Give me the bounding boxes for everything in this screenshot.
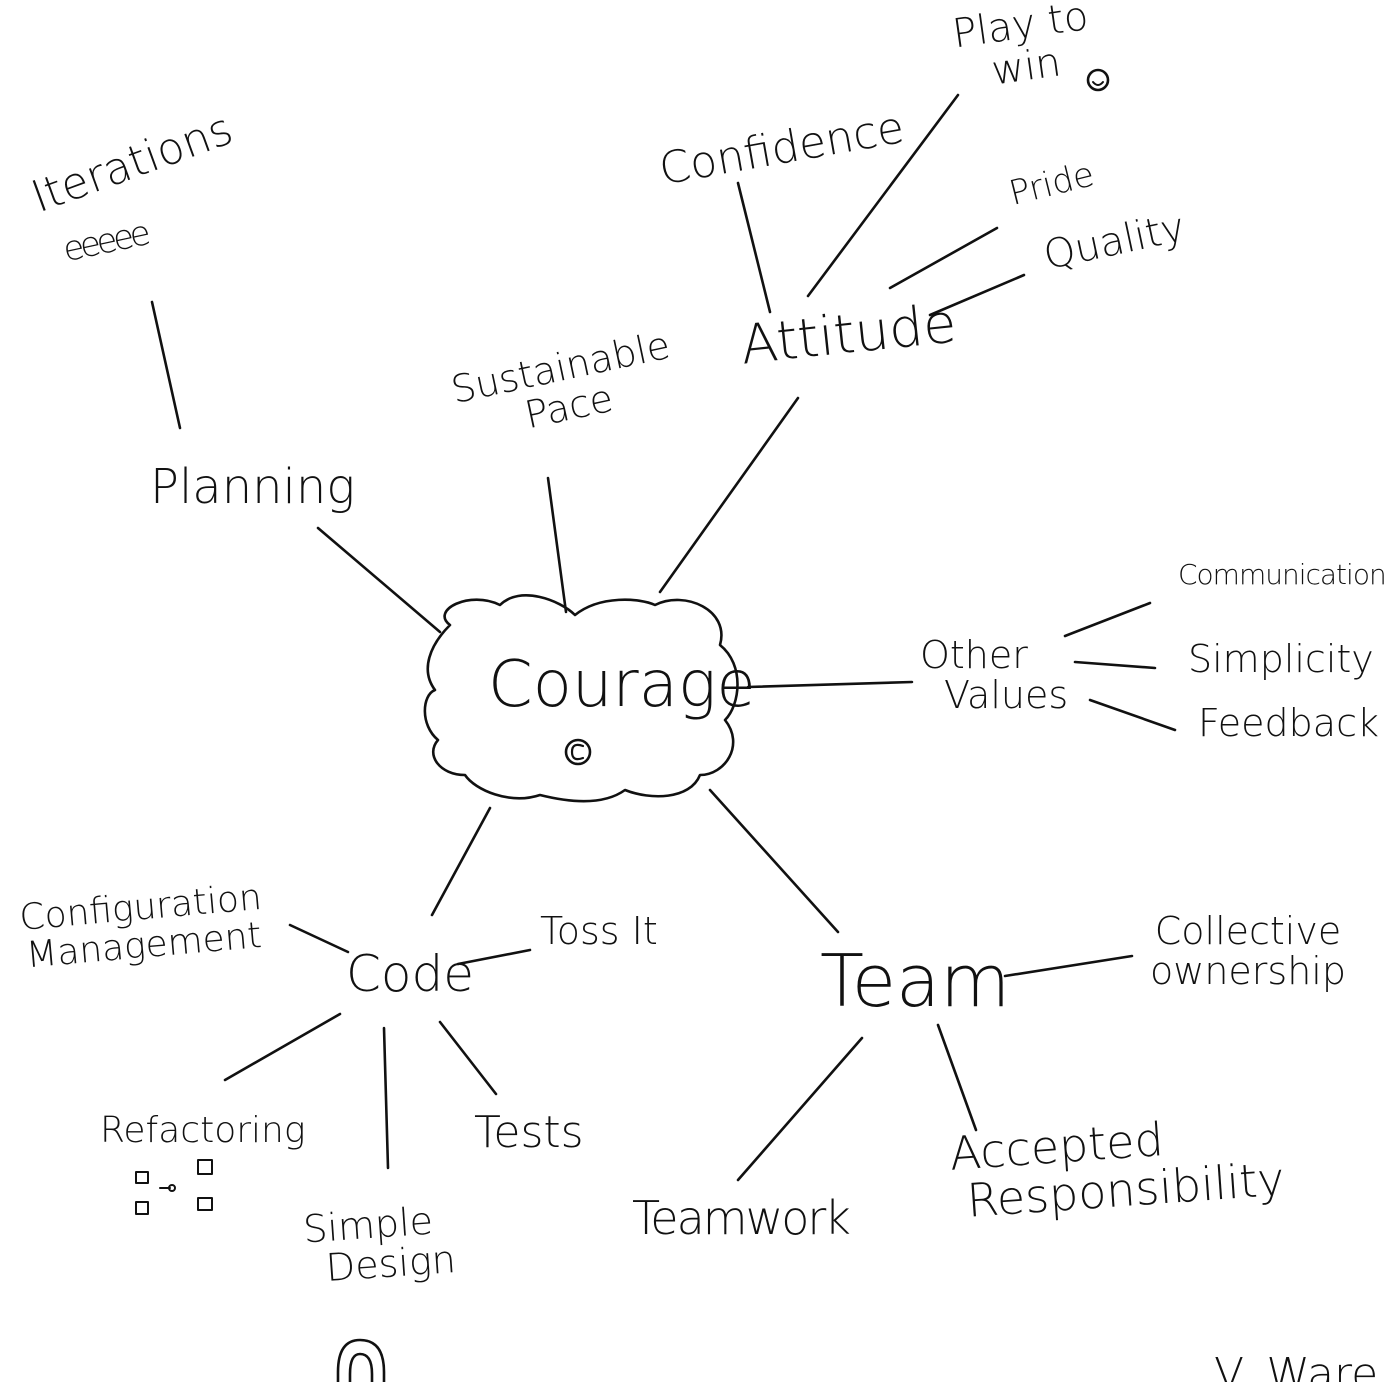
line-attitude-courage <box>658 396 800 594</box>
node-communication: Communication <box>1178 558 1386 591</box>
horseshoe-icon <box>336 1338 386 1382</box>
node-teamwork: Teamwork <box>632 1191 851 1245</box>
line-planning-courage <box>316 526 442 634</box>
line-simplicity <box>1073 660 1157 670</box>
node-planning: Planning <box>150 459 356 515</box>
line-team-courage <box>708 788 840 934</box>
line-tossit-code <box>456 948 532 966</box>
line-ownership-team <box>1003 954 1134 978</box>
line-quality-attitude <box>928 273 1026 317</box>
center-label-courage: Courage <box>488 648 756 722</box>
line-feedback <box>1088 698 1177 732</box>
node-collective-line1: Collective <box>1154 909 1342 953</box>
line-pace-courage <box>546 476 568 614</box>
node-toss-it: Toss It <box>540 909 658 953</box>
line-code-courage <box>430 806 492 917</box>
node-collective-line2: ownership <box>1150 948 1346 993</box>
node-other-values-line1: Other <box>920 633 1028 677</box>
node-code: Code <box>346 945 475 1003</box>
node-simplicity: Simplicity <box>1188 637 1374 681</box>
node-tests: Tests <box>474 1107 584 1158</box>
node-refactoring: Refactoring <box>100 1110 306 1151</box>
line-tests-code <box>438 1020 498 1096</box>
center-cloud <box>423 594 739 803</box>
line-responsibility-team <box>936 1023 978 1132</box>
line-simpledesign-code <box>382 1026 390 1170</box>
line-pride-attitude <box>888 226 999 290</box>
node-other-values: Other Values <box>920 633 1069 717</box>
line-othervalues-courage <box>746 680 914 689</box>
line-playtowin-attitude <box>806 93 960 298</box>
node-simple-design: Simple Design <box>282 1199 457 1291</box>
boxes-icon <box>135 1159 213 1215</box>
line-iterations-planning <box>150 300 182 430</box>
signature: V. Ware <box>1214 1349 1379 1382</box>
node-other-values-line2: Values <box>944 672 1069 717</box>
line-teamwork-team <box>736 1036 864 1182</box>
line-communication <box>1063 601 1152 638</box>
line-confidence-attitude <box>736 181 772 314</box>
line-config-code <box>288 923 350 954</box>
node-collective-ownership: Collective ownership <box>1150 909 1346 993</box>
smiley-icon <box>1086 68 1110 92</box>
node-accepted-responsibility: Accepted Responsibility <box>948 1107 1287 1228</box>
node-team: Team <box>820 939 1011 1023</box>
line-refactoring-code <box>223 1012 342 1082</box>
node-feedback: Feedback <box>1198 701 1379 745</box>
copyright-c-icon <box>564 738 592 766</box>
